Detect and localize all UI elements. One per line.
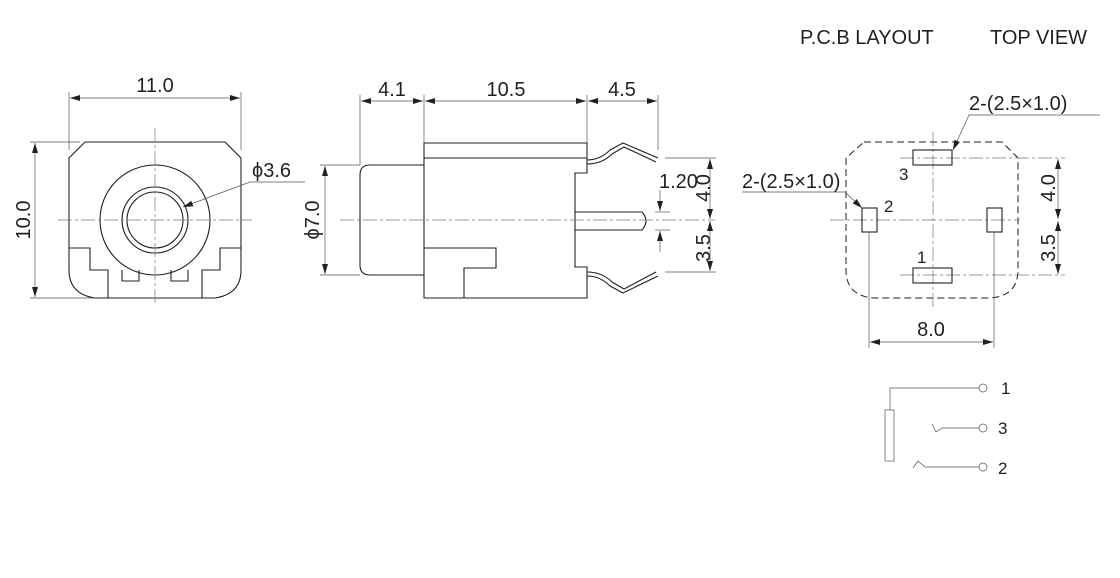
pad-3: [912, 149, 953, 166]
pin-3-label: 3: [899, 165, 908, 184]
body-length-dimension: 10.5: [487, 79, 526, 101]
pcb-layout-title: P.C.B LAYOUT: [800, 27, 934, 49]
pad-4: [986, 207, 1003, 233]
pin-1-label: 1: [917, 248, 926, 267]
pcb-lower-offset: 3.5: [1038, 234, 1060, 262]
schematic-pin-3: 3: [998, 419, 1007, 438]
pin-2-label: 2: [884, 197, 893, 216]
pad-spec-top: 2-(2.5×1.0): [969, 93, 1067, 115]
side-view: 4.1 10.5 4.5 ϕ7.0 4.0 3.5 1.20: [302, 79, 716, 299]
pcb-width-dimension: 8.0: [917, 319, 945, 341]
pcb-layout-view: 8.0 4.0 3.5 2-(2.5×1.0) 2-(2.5×1.0) 3 2 …: [742, 93, 1100, 348]
pad-1: [912, 267, 953, 284]
width-dimension: 11.0: [136, 75, 173, 97]
upper-offset-dimension: 4.0: [693, 174, 715, 202]
schematic-symbol: 1 3 2: [884, 379, 1010, 478]
schematic-pin-1: 1: [1001, 379, 1010, 398]
schematic-pin-2: 2: [998, 459, 1007, 478]
hole-diameter-label: ϕ3.6: [252, 160, 291, 182]
height-dimension: 10.0: [13, 201, 35, 240]
pin-length-dimension: 4.5: [608, 79, 636, 101]
flange-length-dimension: 4.1: [378, 79, 406, 101]
flange-diameter-dimension: ϕ7.0: [302, 200, 324, 239]
pad-2: [861, 207, 878, 233]
pin-width-dimension: 1.20: [659, 171, 698, 193]
lower-offset-dimension: 3.5: [693, 234, 715, 262]
front-view: 11.0 10.0 ϕ3.6: [13, 75, 305, 305]
pcb-upper-offset: 4.0: [1038, 174, 1060, 202]
pad-spec-left: 2-(2.5×1.0): [742, 171, 840, 193]
top-view-title: TOP VIEW: [990, 27, 1087, 49]
